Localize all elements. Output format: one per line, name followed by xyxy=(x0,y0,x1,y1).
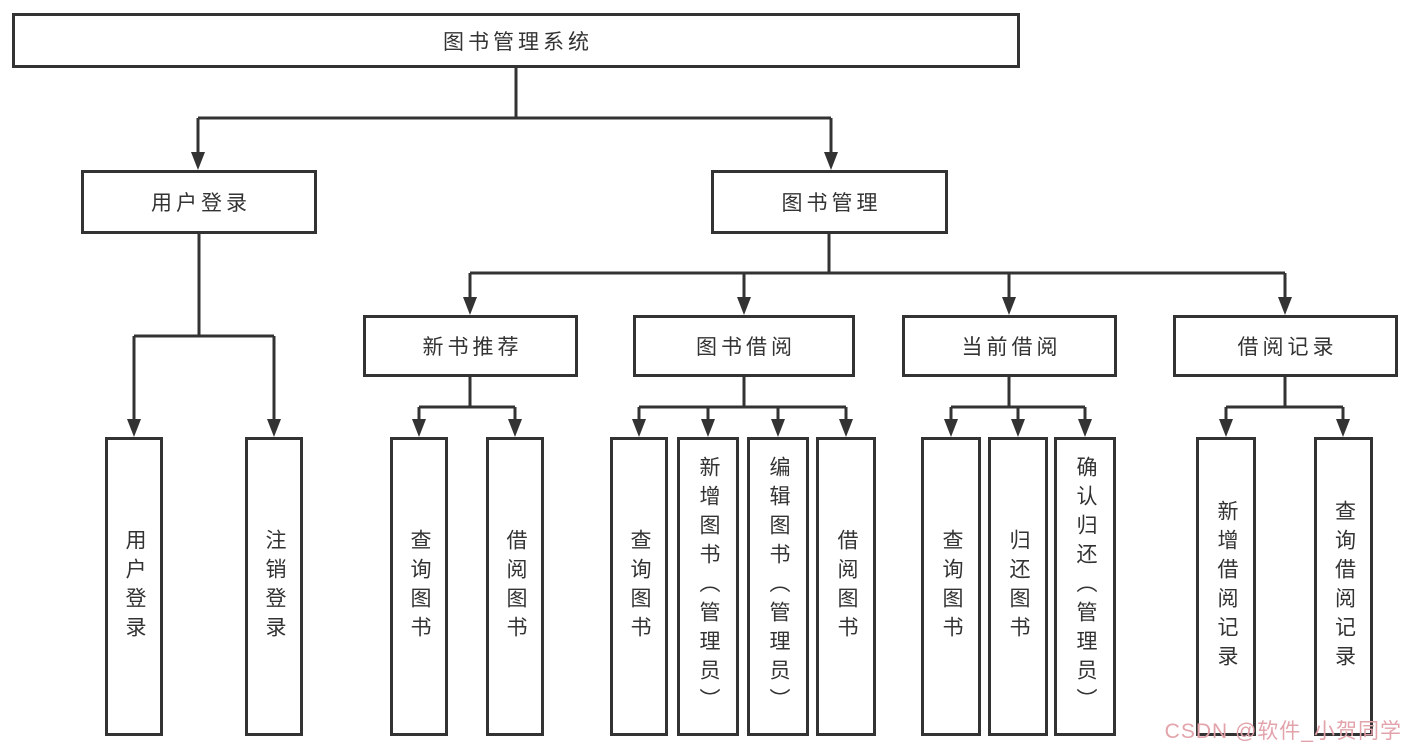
node-label: 图书管理 xyxy=(781,192,882,215)
leaf-query-borrow-record: 查询借阅记录 xyxy=(1314,437,1373,736)
node-book-management: 图书管理 xyxy=(711,170,948,234)
leaf-borrow-books: 借阅图书 xyxy=(816,437,876,736)
node-label: 当前借阅 xyxy=(961,336,1062,359)
node-label: 用户登录 xyxy=(151,192,251,215)
arrowhead-icon xyxy=(191,152,205,170)
csdn-watermark: CSDN @软件_小贺同学 xyxy=(1164,720,1402,743)
arrowhead-icon xyxy=(267,419,281,437)
node-label: 查询借阅记录 xyxy=(1332,499,1356,674)
node-label: 新书推荐 xyxy=(422,336,523,359)
node-label: 查询图书 xyxy=(628,528,651,645)
node-label: 确认归还（管理员） xyxy=(1074,456,1097,717)
leaf-query-books-current: 查询图书 xyxy=(921,437,981,736)
arrowhead-icon xyxy=(508,419,522,437)
node-borrowing-records: 借阅记录 xyxy=(1173,315,1398,377)
node-label: 借阅记录 xyxy=(1237,336,1338,359)
leaf-query-books-recommend: 查询图书 xyxy=(390,437,448,736)
arrowhead-icon xyxy=(944,419,958,437)
node-label: 注销登录 xyxy=(263,528,286,645)
arrowhead-icon xyxy=(1336,419,1350,437)
arrowhead-icon xyxy=(1078,419,1092,437)
node-label: 编辑图书（管理员） xyxy=(767,456,790,717)
node-label: 归还图书 xyxy=(1007,528,1030,645)
arrowhead-icon xyxy=(737,297,751,315)
node-user-login: 用户登录 xyxy=(81,170,317,234)
leaf-return-books: 归还图书 xyxy=(988,437,1048,736)
arrowhead-icon xyxy=(127,419,141,437)
node-label: 查询图书 xyxy=(408,528,431,645)
node-label: 查询图书 xyxy=(940,528,963,645)
arrowhead-icon xyxy=(701,419,715,437)
leaf-query-books-borrowing: 查询图书 xyxy=(610,437,668,736)
node-label: 新增借阅记录 xyxy=(1215,499,1238,674)
arrowhead-icon xyxy=(1278,297,1292,315)
node-label: 借阅图书 xyxy=(835,528,858,645)
arrowhead-icon xyxy=(824,152,838,170)
node-label: 图书借阅 xyxy=(696,336,796,359)
leaf-borrow-books-recommend: 借阅图书 xyxy=(486,437,544,736)
arrowhead-icon xyxy=(1002,297,1016,315)
leaf-logout: 注销登录 xyxy=(245,437,303,736)
node-label: 新增图书（管理员） xyxy=(697,456,720,717)
leaf-edit-book-admin: 编辑图书（管理员） xyxy=(747,437,809,736)
node-book-borrowing: 图书借阅 xyxy=(633,315,855,377)
leaf-confirm-return-admin: 确认归还（管理员） xyxy=(1054,437,1116,736)
node-label: 用户登录 xyxy=(123,528,146,645)
node-current-borrowing: 当前借阅 xyxy=(902,315,1117,377)
arrowhead-icon xyxy=(1219,419,1233,437)
leaf-add-borrow-record: 新增借阅记录 xyxy=(1196,437,1256,736)
node-label: 借阅图书 xyxy=(504,528,527,645)
node-label: 图书管理系统 xyxy=(443,30,593,54)
arrowhead-icon xyxy=(1011,419,1025,437)
node-root: 图书管理系统 xyxy=(12,13,1020,68)
arrowhead-icon xyxy=(771,419,785,437)
arrowhead-icon xyxy=(412,419,426,437)
arrowhead-icon xyxy=(463,297,477,315)
node-new-book-recommendation: 新书推荐 xyxy=(363,315,578,377)
leaf-user-login: 用户登录 xyxy=(105,437,163,736)
leaf-add-book-admin: 新增图书（管理员） xyxy=(677,437,739,736)
arrowhead-icon xyxy=(632,419,646,437)
arrowhead-icon xyxy=(839,419,853,437)
